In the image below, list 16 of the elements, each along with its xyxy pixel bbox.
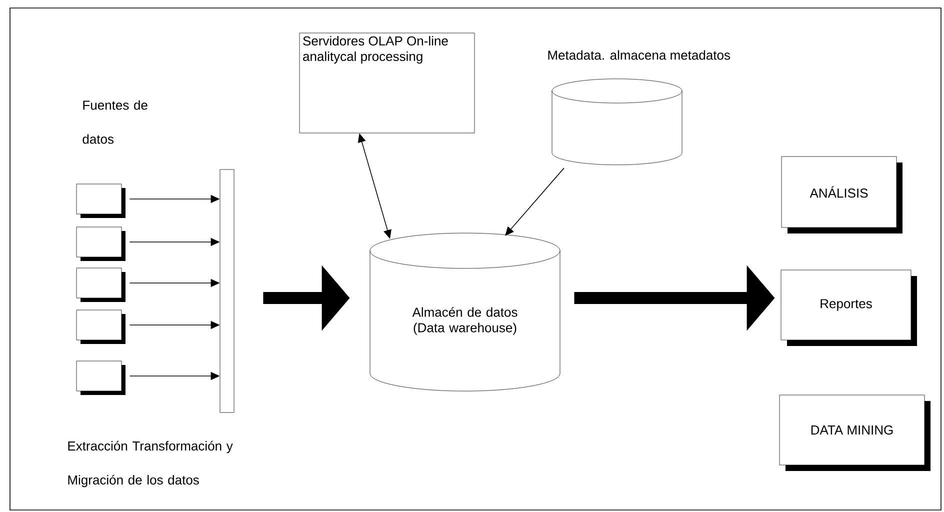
- source-box: [76, 360, 126, 395]
- output-box: Reportes: [780, 270, 917, 346]
- source-box: [76, 184, 126, 218]
- database-cylinder: Almacén de datos (Data warehouse): [370, 232, 560, 392]
- output-box: ANÁLISIS: [781, 156, 902, 234]
- server-box: Servidores OLAP On-line analitycal processing: [299, 32, 475, 134]
- source-box: [76, 310, 126, 344]
- source-box: [76, 226, 126, 261]
- database-cylinder: [552, 78, 682, 166]
- output-box: DATA MINING: [779, 394, 930, 471]
- source-box: [76, 268, 126, 302]
- text-label: Extracción Transformación y Migración de los datos: [68, 440, 233, 488]
- collector-bar: [220, 169, 234, 413]
- text-label: Fuentes de datos: [82, 100, 148, 144]
- node-caption: Metadata. almacena metadatos: [548, 50, 730, 60]
- arrow: [505, 168, 564, 236]
